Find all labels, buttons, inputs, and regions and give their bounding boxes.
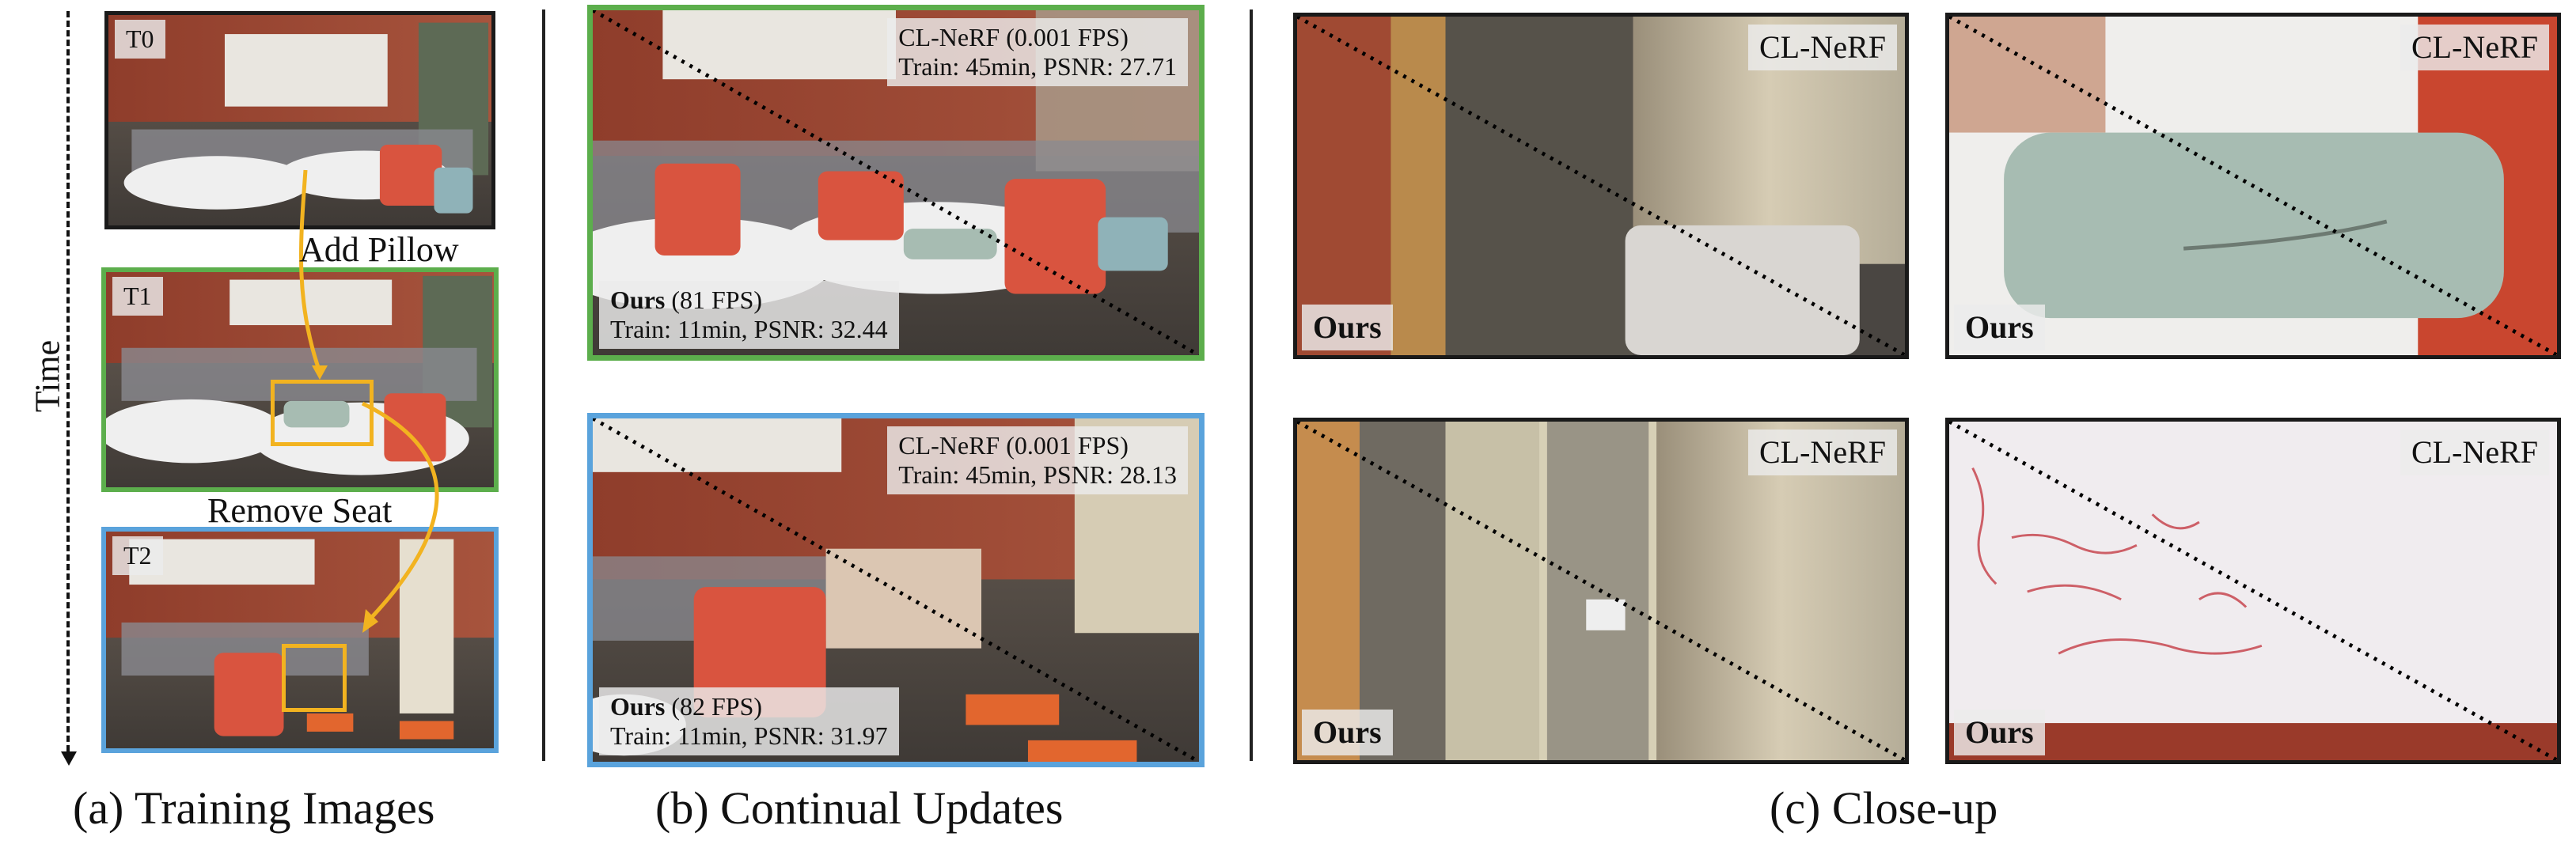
ours-fps: (82 FPS)	[671, 692, 763, 721]
closeup-crop-3: CL-NeRF Ours	[1293, 418, 1909, 764]
crop4-baseline-label: CL-NeRF	[2400, 430, 2549, 475]
ours-train-psnr: Train: 11min, PSNR: 31.97	[610, 721, 888, 751]
caption-c: (c) Close-up	[1770, 782, 1998, 834]
training-image-t2: T2	[101, 527, 499, 753]
frame-label-t1: T1	[112, 277, 163, 316]
baseline-name: CL-NeRF	[898, 23, 1000, 51]
frame-label-t0: T0	[115, 20, 165, 59]
crop3-baseline-label: CL-NeRF	[1748, 430, 1897, 475]
time-arrow-head	[61, 751, 77, 766]
baseline-name: CL-NeRF	[898, 431, 1000, 460]
ours-name: Ours	[610, 692, 666, 721]
cl-nerf-stats-1: CL-NeRF (0.001 FPS) Train: 45min, PSNR: …	[887, 18, 1188, 86]
crop1-ours-text: Ours	[1313, 309, 1382, 345]
caption-b: (b) Continual Updates	[655, 782, 1064, 834]
ours-stats-1: Ours (81 FPS) Train: 11min, PSNR: 32.44	[599, 281, 899, 349]
baseline-fps: (0.001 FPS)	[1006, 23, 1129, 51]
training-image-t1: T1	[101, 267, 499, 492]
closeup-crop-2: CL-NeRF Ours	[1945, 13, 2561, 359]
baseline-train-psnr: Train: 45min, PSNR: 27.71	[898, 51, 1177, 81]
crop2-baseline-label: CL-NeRF	[2400, 25, 2549, 70]
baseline-train-psnr: Train: 45min, PSNR: 28.13	[898, 460, 1177, 489]
continual-update-view-2: CL-NeRF (0.001 FPS) Train: 45min, PSNR: …	[587, 413, 1205, 767]
closeup-crop-1: CL-NeRF Ours	[1293, 13, 1909, 359]
add-pillow-annotation: Add Pillow	[299, 230, 459, 269]
ours-fps: (81 FPS)	[671, 286, 763, 315]
remove-seat-annotation: Remove Seat	[207, 491, 393, 530]
ours-stats-2: Ours (82 FPS) Train: 11min, PSNR: 31.97	[599, 687, 899, 755]
continual-update-view-1: CL-NeRF (0.001 FPS) Train: 45min, PSNR: …	[587, 5, 1205, 361]
crop4-ours-label: Ours	[1954, 710, 2045, 755]
closeup-crop-4: CL-NeRF Ours	[1945, 418, 2561, 764]
cl-nerf-stats-2: CL-NeRF (0.001 FPS) Train: 45min, PSNR: …	[887, 426, 1188, 494]
ours-train-psnr: Train: 11min, PSNR: 32.44	[610, 315, 888, 344]
pillow-highlight-box	[271, 380, 374, 446]
change-arrows	[299, 169, 439, 633]
ours-name: Ours	[610, 286, 666, 315]
divider-2	[1250, 9, 1253, 761]
crop2-ours-label: Ours	[1954, 305, 2045, 350]
crop1-baseline-label: CL-NeRF	[1748, 25, 1897, 70]
seat-highlight-box	[282, 644, 347, 712]
time-axis	[66, 11, 78, 761]
divider-1	[542, 9, 545, 761]
frame-label-t2: T2	[112, 536, 163, 575]
baseline-fps: (0.001 FPS)	[1006, 431, 1129, 460]
crop1-ours-label: Ours	[1302, 305, 1393, 350]
training-image-t0: T0	[104, 11, 495, 229]
crop4-ours-text: Ours	[1965, 714, 2034, 750]
caption-a: (a) Training Images	[73, 782, 435, 834]
crop3-ours-text: Ours	[1313, 714, 1382, 750]
crop2-ours-text: Ours	[1965, 309, 2034, 345]
crop3-ours-label: Ours	[1302, 710, 1393, 755]
